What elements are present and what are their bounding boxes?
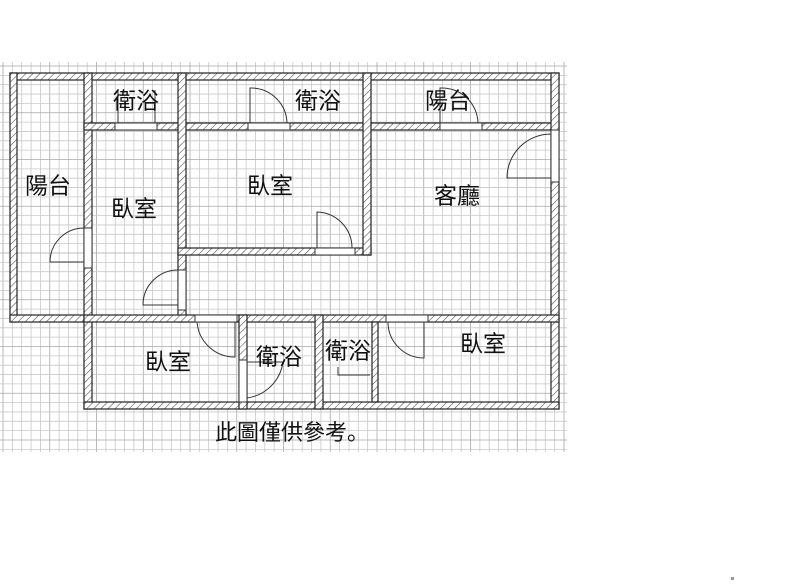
doors [49,87,560,403]
wall [362,72,372,256]
room-label-bedroom-bottom-left: 臥室 [145,350,191,376]
room-labels: 陽台 衛浴 衛浴 陽台 臥室 臥室 客廳 臥室 衛浴 衛浴 臥室 [25,89,506,376]
room-label-bedroom-left: 臥室 [111,197,157,223]
room-label-bedroom-bottom-right: 臥室 [460,332,506,358]
room-label-bath-bottom-2: 衛浴 [325,339,371,365]
room-label-bath-top-mid: 衛浴 [295,89,341,115]
wall [9,72,18,323]
room-label-bath-top-left: 衛浴 [113,89,159,115]
room-label-bath-bottom-1: 衛浴 [256,345,302,371]
room-label-bedroom-mid: 臥室 [247,174,293,200]
wall [9,314,93,323]
wall [314,314,324,410]
room-label-balcony-top-right: 陽台 [425,89,471,115]
disclaimer-caption: 此圖僅供參考。 [215,421,369,446]
room-label-living-room: 客廳 [434,184,480,210]
wall [550,72,560,410]
room-label-balcony-left: 陽台 [25,174,71,200]
corner-dot [731,577,734,580]
wall [371,321,379,403]
